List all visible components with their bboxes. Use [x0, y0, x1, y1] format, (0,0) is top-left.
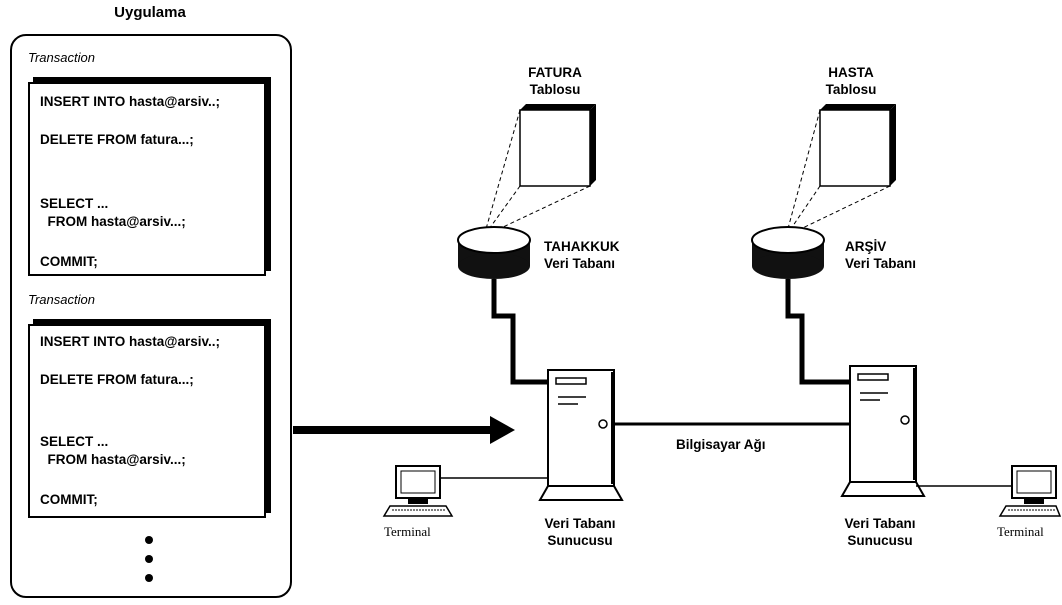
- arsiv-link-line: [785, 279, 850, 385]
- sql-line: INSERT INTO hasta@arsiv..;: [40, 334, 220, 349]
- left-terminal-icon: [382, 465, 454, 517]
- transaction-label: Transaction: [28, 292, 95, 307]
- table-subtitle: Tablosu: [825, 82, 877, 97]
- left-terminal-label: Terminal: [384, 524, 431, 539]
- server-line1: Veri Tabanı: [844, 516, 916, 531]
- fatura-table-label: FATURA Tablosu: [510, 64, 600, 98]
- tahakkuk-database-icon: [457, 226, 531, 279]
- arsiv-database-icon: [751, 226, 825, 279]
- hasta-table-label: HASTA Tablosu: [806, 64, 896, 98]
- table-subtitle: Tablosu: [529, 82, 581, 97]
- ellipsis-dot: [145, 574, 153, 582]
- transaction-code-box: INSERT INTO hasta@arsiv..; DELETE FROM f…: [28, 324, 266, 518]
- ellipsis-dot: [145, 536, 153, 544]
- sql-line: SELECT ...: [40, 434, 109, 449]
- sql-line: INSERT INTO hasta@arsiv..;: [40, 94, 220, 109]
- left-server-label: Veri Tabanı Sunucusu: [530, 515, 630, 549]
- right-server-label: Veri Tabanı Sunucusu: [830, 515, 930, 549]
- table-title: HASTA: [828, 65, 874, 80]
- left-server-icon: [538, 369, 624, 501]
- sql-line: COMMIT;: [40, 254, 98, 269]
- tahakkuk-db-label: TAHAKKUK Veri Tabanı: [544, 238, 620, 272]
- tahakkuk-link-line: [491, 279, 548, 385]
- transaction-code-box: INSERT INTO hasta@arsiv..; DELETE FROM f…: [28, 82, 266, 276]
- sql-line: DELETE FROM fatura...;: [40, 372, 194, 387]
- network-label: Bilgisayar Ağı: [676, 437, 766, 452]
- right-terminal-label: Terminal: [997, 524, 1044, 539]
- db-name: TAHAKKUK: [544, 239, 620, 254]
- sql-line: FROM hasta@arsiv...;: [40, 452, 186, 467]
- right-terminal-icon: [998, 465, 1062, 517]
- server-line2: Sunucusu: [547, 533, 613, 548]
- app-title: Uygulama: [114, 4, 186, 21]
- ellipsis-dot: [145, 555, 153, 563]
- db-subtitle: Veri Tabanı: [845, 256, 917, 271]
- hasta-table-icon: [819, 104, 896, 187]
- fatura-table-icon: [519, 104, 596, 187]
- db-subtitle: Veri Tabanı: [544, 256, 616, 271]
- server-line2: Sunucusu: [847, 533, 913, 548]
- sql-line: COMMIT;: [40, 492, 98, 507]
- table-title: FATURA: [528, 65, 582, 80]
- request-arrow: [293, 416, 515, 444]
- server-line1: Veri Tabanı: [544, 516, 616, 531]
- sql-line: SELECT ...: [40, 196, 109, 211]
- sql-line: FROM hasta@arsiv...;: [40, 214, 186, 229]
- arsiv-db-label: ARŞİV Veri Tabanı: [845, 238, 916, 272]
- db-name: ARŞİV: [845, 239, 887, 254]
- application-panel: [10, 34, 292, 598]
- sql-line: DELETE FROM fatura...;: [40, 132, 194, 147]
- transaction-label: Transaction: [28, 50, 95, 65]
- right-server-icon: [840, 365, 926, 497]
